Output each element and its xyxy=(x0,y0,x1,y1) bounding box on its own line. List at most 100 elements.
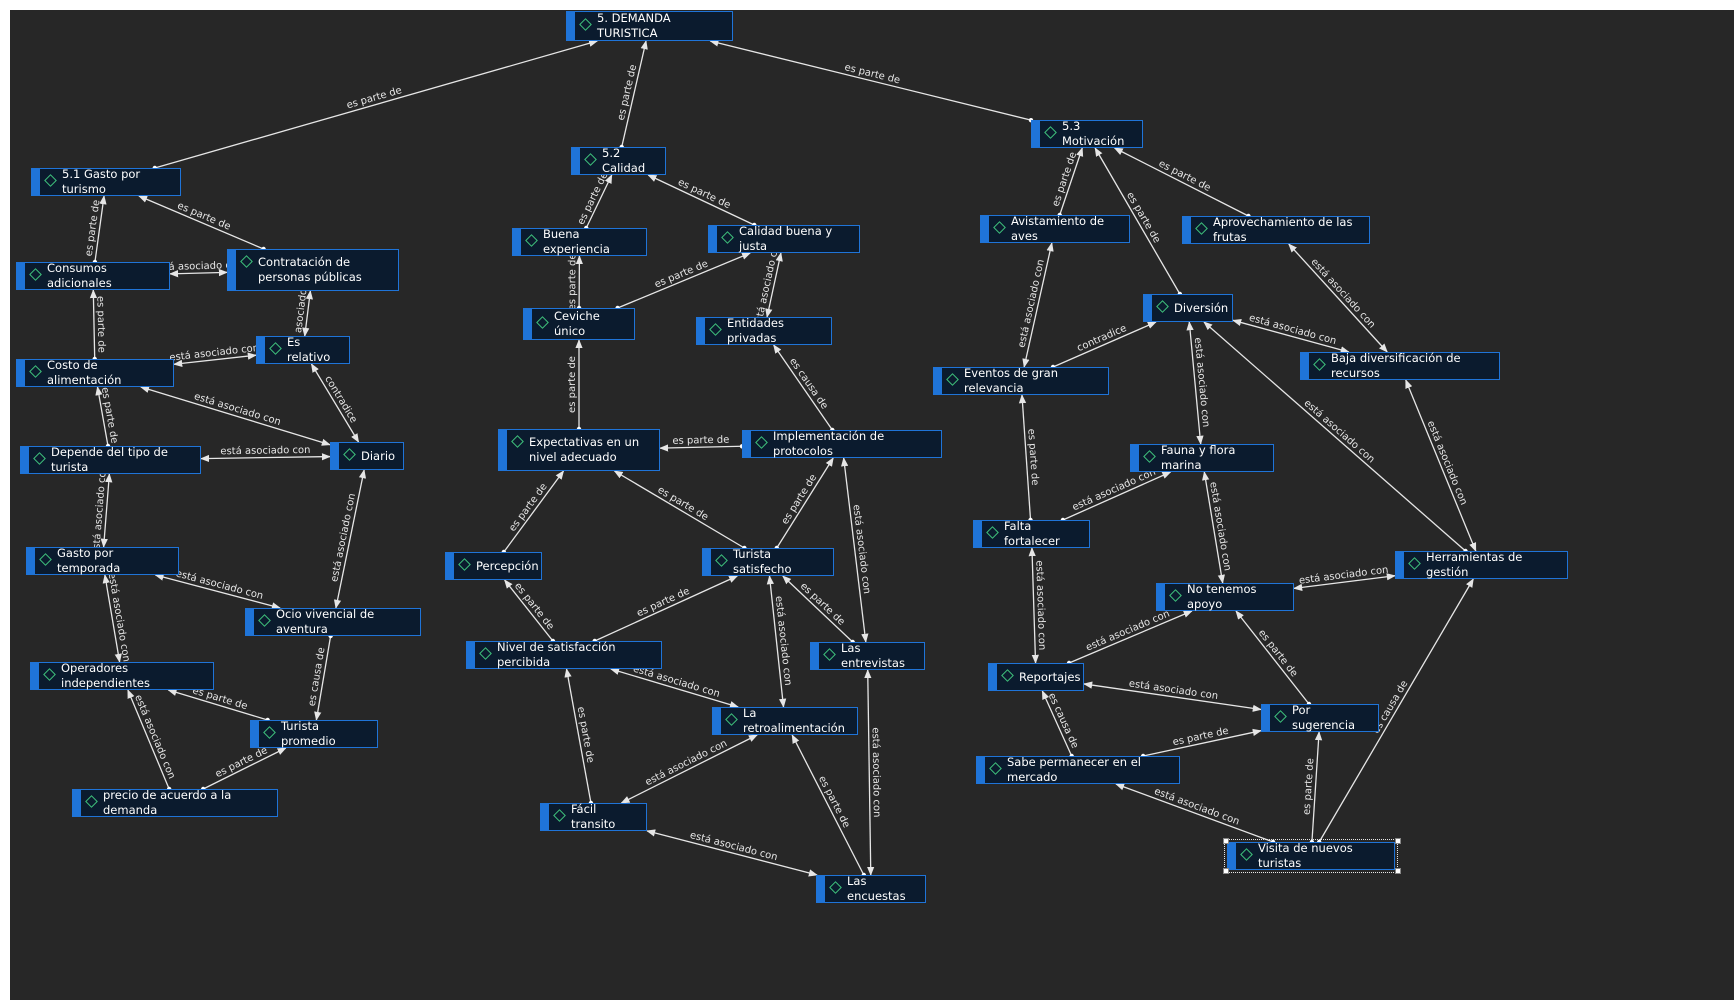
connection-line[interactable] xyxy=(1059,147,1084,216)
connection-line[interactable] xyxy=(1115,783,1274,843)
connection-line[interactable] xyxy=(89,289,98,360)
node-percepcion[interactable]: Percepción xyxy=(445,552,542,580)
connection-line[interactable] xyxy=(1143,728,1262,757)
node-costo-de-alimentacion[interactable]: Costo de alimentación xyxy=(16,358,174,387)
connection-line[interactable] xyxy=(1018,394,1032,521)
node-no-tenemos-apoyo[interactable]: No tenemos apoyo xyxy=(1156,582,1294,611)
connection-line[interactable] xyxy=(154,573,281,610)
connection-line[interactable] xyxy=(765,252,783,318)
connection-line[interactable] xyxy=(1405,379,1477,552)
connection-line[interactable] xyxy=(302,290,313,337)
connection-line[interactable] xyxy=(1052,321,1157,368)
connection-line[interactable] xyxy=(100,473,113,548)
connection-line[interactable] xyxy=(1113,147,1249,217)
selection-handle[interactable] xyxy=(1223,838,1229,844)
connection-line[interactable] xyxy=(127,689,170,790)
connection-line[interactable] xyxy=(102,574,122,663)
connection-line[interactable] xyxy=(621,40,648,148)
node-depende-tipo-turista[interactable]: Depende del tipo de turista xyxy=(20,445,201,474)
node-eventos-gran-relevancia[interactable]: Eventos de gran relevancia xyxy=(933,366,1109,395)
node-es-relativo[interactable]: Es relativo xyxy=(256,335,350,364)
connection-line[interactable] xyxy=(585,174,613,229)
node-motivacion[interactable]: 5.3 Motivación xyxy=(1031,119,1143,148)
node-contratacion-personas-publicas[interactable]: Contratación de personas públicas xyxy=(227,249,399,291)
node-falta-fortalecer[interactable]: Falta fortalecer xyxy=(973,519,1090,548)
node-gasto-por-temporada[interactable]: Gasto por temporada xyxy=(26,546,179,575)
connection-line[interactable] xyxy=(503,470,565,553)
connection-line[interactable] xyxy=(613,470,745,549)
node-las-entrevistas[interactable]: Las entrevistas xyxy=(810,641,925,670)
node-precio-acuerdo-demanda[interactable]: precio de acuerdo a la demanda xyxy=(72,788,278,817)
node-entidades-privadas[interactable]: Entidades privadas xyxy=(696,316,832,345)
connection-line[interactable] xyxy=(310,363,360,443)
connection-line[interactable] xyxy=(200,453,331,463)
node-calidad[interactable]: 5.2 Calidad xyxy=(571,146,666,175)
node-calidad-buena-justa[interactable]: Calidad buena y justa xyxy=(708,224,860,253)
connection-line[interactable] xyxy=(1235,610,1310,705)
node-gasto-por-turismo[interactable]: 5.1 Gasto por turismo xyxy=(31,167,181,196)
node-por-sugerencia[interactable]: Por sugerencia xyxy=(1261,703,1379,732)
connection-line[interactable] xyxy=(1028,547,1039,664)
connection-line[interactable] xyxy=(594,575,739,642)
connection-line[interactable] xyxy=(504,579,554,642)
connection-line[interactable] xyxy=(1186,321,1204,445)
connection-line[interactable] xyxy=(1083,681,1262,712)
node-reportajes[interactable]: Reportajes xyxy=(988,663,1084,691)
node-turista-promedio[interactable]: Turista promedio xyxy=(250,719,378,748)
node-aprovechamiento-frutas[interactable]: Aprovechamiento de las frutas xyxy=(1182,215,1370,244)
connection-line[interactable] xyxy=(140,385,331,446)
connection-line[interactable] xyxy=(173,352,257,367)
connection-line[interactable] xyxy=(1062,471,1172,521)
connection-line[interactable] xyxy=(1293,573,1396,591)
connection-line[interactable] xyxy=(782,575,854,643)
node-implementacion-protocolos[interactable]: Implementación de protocolos xyxy=(742,429,942,458)
connection-line[interactable] xyxy=(1094,147,1181,295)
connection-line[interactable] xyxy=(773,344,833,431)
node-facil-transito[interactable]: Fácil transito xyxy=(540,802,647,831)
connection-line[interactable] xyxy=(1318,578,1474,843)
connection-line[interactable] xyxy=(709,39,1032,121)
connection-line[interactable] xyxy=(333,469,367,609)
connection-line[interactable] xyxy=(1311,731,1323,843)
connection-line[interactable] xyxy=(1041,690,1073,757)
connection-line[interactable] xyxy=(167,688,268,721)
connection-line[interactable] xyxy=(1202,471,1225,584)
node-sabe-permanecer-mercado[interactable]: Sabe permanecer en el mercado xyxy=(976,755,1180,784)
connection-line[interactable] xyxy=(1288,243,1388,353)
node-expectativas-nivel-adecuado[interactable]: Expectativas en un nivel adecuado xyxy=(498,429,660,471)
connection-line[interactable] xyxy=(647,174,755,226)
connection-line[interactable] xyxy=(620,734,758,804)
connection-line[interactable] xyxy=(864,669,875,876)
node-la-retroalimentacion[interactable]: La retroalimentación xyxy=(712,706,858,735)
selection-handle[interactable] xyxy=(1395,868,1401,874)
connection-line[interactable] xyxy=(1232,318,1350,354)
node-herramientas-gestion[interactable]: Herramientas de gestión xyxy=(1395,550,1568,579)
node-diario[interactable]: Diario xyxy=(330,442,404,470)
connection-line[interactable] xyxy=(95,386,109,447)
connection-line[interactable] xyxy=(169,268,228,278)
node-las-encuestas[interactable]: Las encuestas xyxy=(816,874,926,903)
connection-line[interactable] xyxy=(138,195,264,250)
connection-line[interactable] xyxy=(617,252,752,309)
node-operadores-independientes[interactable]: Operadores independientes xyxy=(30,661,214,690)
node-baja-diversificacion-recursos[interactable]: Baja diversificación de recursos xyxy=(1300,351,1500,380)
node-avistamiento-aves[interactable]: Avistamiento de aves xyxy=(980,214,1130,243)
connection-line[interactable] xyxy=(610,667,739,709)
connection-line[interactable] xyxy=(659,444,743,452)
node-buena-experiencia[interactable]: Buena experiencia xyxy=(512,227,647,256)
node-ceviche-unico[interactable]: Ceviche único xyxy=(523,308,635,340)
connection-line[interactable] xyxy=(766,575,787,708)
connection-line[interactable] xyxy=(564,668,592,804)
node-diversion[interactable]: Diversión xyxy=(1143,294,1233,322)
connection-line[interactable] xyxy=(1022,242,1054,368)
node-fauna-flora-marina[interactable]: Fauna y flora marina xyxy=(1130,443,1274,472)
connection-line[interactable] xyxy=(776,457,834,549)
connection-line[interactable] xyxy=(1068,610,1193,664)
connection-line[interactable] xyxy=(202,747,287,790)
node-ocio-vivencial-aventura[interactable]: Ocio vivencial de aventura xyxy=(245,607,421,636)
selection-handle[interactable] xyxy=(1223,868,1229,874)
selection-handle[interactable] xyxy=(1395,838,1401,844)
connection-line[interactable] xyxy=(791,734,865,876)
node-consumos-adicionales[interactable]: Consumos adicionales xyxy=(16,261,170,290)
